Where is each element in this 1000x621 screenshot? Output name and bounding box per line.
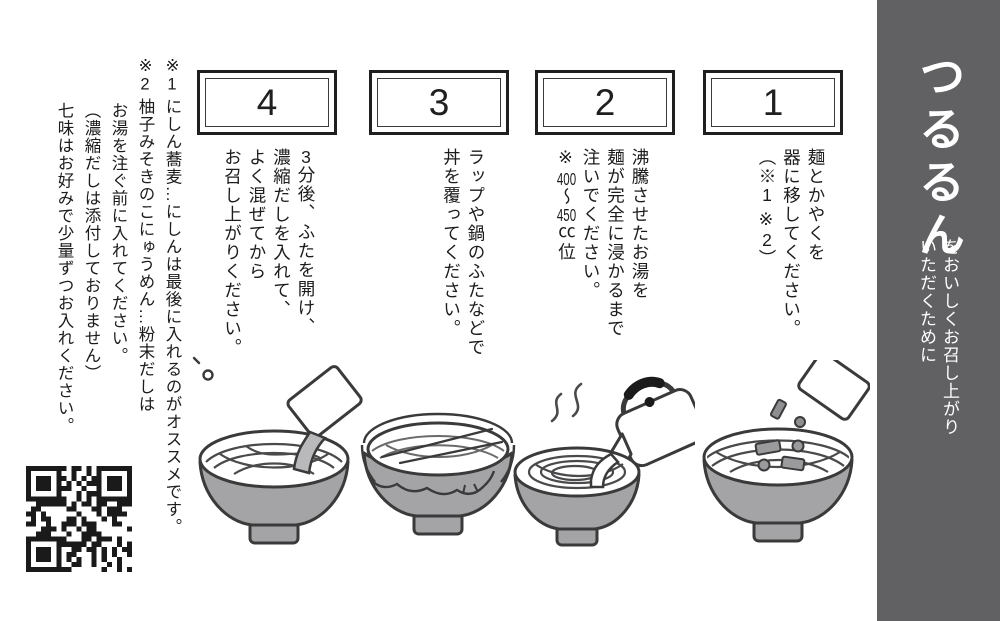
kettle-pour-bowl-illustration bbox=[513, 376, 695, 547]
instruction-line: 麺とかやくを bbox=[806, 148, 826, 262]
footnotes: ※1 にしん蕎麦…にしんは最後に入れるのがオススメです。 ※2 柚子みそきのこに… bbox=[50, 56, 185, 536]
tagline-line: いただくために bbox=[917, 238, 936, 364]
instruction-line: 3分後、ふたを開け、 bbox=[296, 148, 316, 337]
instruction-line: よく混ぜてから bbox=[247, 148, 267, 281]
instruction-line: 器に移してください。 bbox=[781, 148, 802, 338]
step-2-number: 2 bbox=[543, 78, 667, 127]
brand-name: つるるん bbox=[912, 52, 966, 264]
step-1-number-box: 1 bbox=[703, 70, 843, 135]
wrap-crease-icon bbox=[380, 427, 504, 465]
instruction-line: ※400〜450㏄位 bbox=[556, 148, 577, 262]
noodle-bowl-icon bbox=[702, 427, 854, 543]
wrap-tick-icon bbox=[462, 483, 479, 495]
wrapped-bowl-illustration bbox=[360, 412, 516, 536]
instruction-line: 注いでください。 bbox=[581, 148, 601, 300]
noodle-bowl-icon bbox=[513, 446, 641, 547]
step-1-number: 1 bbox=[711, 78, 835, 127]
tagline-line: をおいしくお召し上がり bbox=[940, 238, 959, 436]
step-4-instructions: 3分後、ふたを開け、 濃縮だしを入れて、 よく混ぜてから お召し上がりください。 bbox=[220, 148, 318, 418]
step-2-number-box: 2 bbox=[535, 70, 675, 135]
water-stream-icon bbox=[589, 452, 620, 489]
brand-tagline: をおいしくお召し上がり いただくために bbox=[915, 238, 961, 436]
brand-banner: つるるん をおいしくお召し上がり いただくために bbox=[877, 0, 1000, 621]
instruction-line: 濃縮だしを入れて、 bbox=[271, 148, 292, 319]
step-3-number: 3 bbox=[377, 78, 501, 127]
qr-code bbox=[26, 466, 132, 572]
dashi-stream-icon bbox=[292, 430, 328, 475]
drip-dots-icon bbox=[192, 356, 214, 381]
instruction-line: ラップや鍋のふたなどで bbox=[466, 148, 486, 357]
dashi-packet-icon bbox=[286, 365, 363, 439]
step-3-instructions: ラップや鍋のふたなどで 丼を覆ってください。 bbox=[439, 148, 488, 418]
covered-bowl-icon bbox=[360, 412, 516, 536]
instruction-line: お召し上がりください。 bbox=[222, 148, 243, 357]
footnote-line: （濃縮だしは添付しておりません） bbox=[82, 102, 100, 382]
noodle-bowl-icon bbox=[198, 429, 350, 545]
step-4-number: 4 bbox=[205, 78, 329, 127]
kayaku-packet-icon bbox=[797, 360, 870, 421]
footnote-line: ※1 にしん蕎麦…にしんは最後に入れるのがオススメです。 bbox=[163, 56, 181, 536]
step-4-number-box: 4 bbox=[197, 70, 337, 135]
wrap-edge-icon bbox=[369, 470, 496, 496]
instruction-line: 麺が完全に浸かるまで bbox=[605, 148, 626, 338]
step-2-instructions: 沸騰させたお湯を 麺が完全に浸かるまで 注いでください。 ※400〜450㏄位 bbox=[554, 148, 652, 418]
dashi-packet-bowl-illustration bbox=[192, 356, 363, 545]
footnote-line: ※2 柚子みそきのこにゅうめん…粉末だしは bbox=[136, 56, 154, 414]
footnote-line: 七味はお好みで少量ずつお入れください。 bbox=[55, 102, 73, 435]
instruction-line: 丼を覆ってください。 bbox=[441, 148, 462, 338]
step-3-number-box: 3 bbox=[369, 70, 509, 135]
footnote-line: お湯を注ぐ前に入れてください。 bbox=[109, 102, 127, 365]
instruction-line: （※1 ※2） bbox=[757, 148, 777, 268]
steam-icon bbox=[550, 382, 583, 423]
step-1-instructions: 麺とかやくを 器に移してください。 （※1 ※2） bbox=[755, 148, 829, 418]
instruction-line: 沸騰させたお湯を bbox=[630, 148, 650, 300]
kayaku-packet-bowl-illustration bbox=[702, 360, 870, 543]
